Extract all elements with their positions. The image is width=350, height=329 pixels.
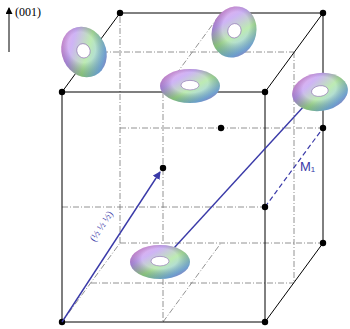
torus: [53, 19, 115, 85]
vector-label: (½ ½ ½): [88, 209, 115, 243]
torus: [130, 245, 190, 279]
torus: [290, 69, 350, 114]
torus: [160, 69, 220, 103]
mirror-label: M₁: [300, 160, 315, 173]
torus: [204, 0, 263, 64]
axis-label: (001): [15, 6, 41, 18]
